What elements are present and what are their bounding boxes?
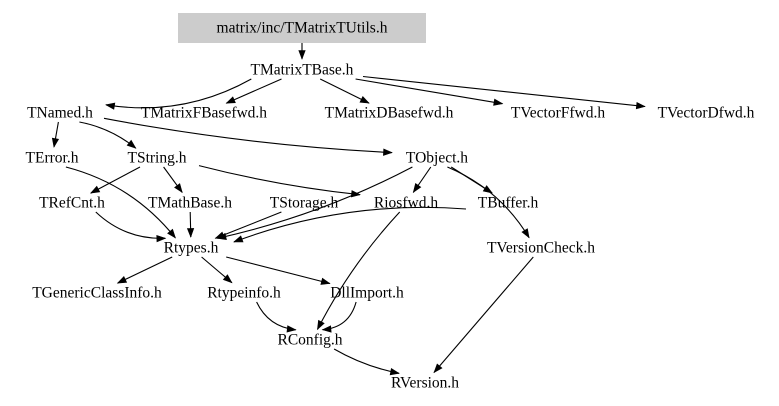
node-label-trefcnt: TRefCnt.h bbox=[39, 195, 105, 212]
node-label-tbuffer: TBuffer.h bbox=[478, 195, 539, 212]
node-rconfig[interactable]: RConfig.h bbox=[277, 332, 342, 349]
node-tbuffer[interactable]: TBuffer.h bbox=[478, 195, 539, 212]
edge-dllimport-to-rconfig bbox=[322, 301, 357, 331]
edge-tstring-to-riosfwd bbox=[198, 165, 361, 196]
node-tstorage[interactable]: TStorage.h bbox=[270, 195, 339, 212]
node-rtypeinfo[interactable]: Rtypeinfo.h bbox=[207, 285, 281, 302]
root-node-background bbox=[178, 13, 426, 43]
node-label-terror: TError.h bbox=[26, 150, 79, 167]
node-tobject[interactable]: TObject.h bbox=[406, 150, 468, 167]
edge-tmatrixtbase-to-tvectorffwd bbox=[355, 78, 503, 105]
arrowhead-tnamed-to-terror bbox=[51, 137, 60, 148]
node-tgenericclassinfo[interactable]: TGenericClassInfo.h bbox=[32, 285, 162, 302]
node-label-riosfwd: Riosfwd.h bbox=[374, 195, 438, 212]
arrowhead-tmatrixtbase-to-tmatrixdbasefwd bbox=[359, 95, 370, 104]
edge-tobject-to-tversioncheck bbox=[447, 166, 530, 238]
arrowhead-riosfwd-to-rconfig bbox=[317, 319, 325, 331]
arrowhead-rtypes-to-dllimport bbox=[320, 277, 331, 285]
edge-tbuffer-to-rtypes bbox=[233, 206, 467, 243]
arrowhead-rtypeinfo-to-rconfig bbox=[286, 325, 297, 333]
node-terror[interactable]: TError.h bbox=[26, 150, 79, 167]
arrowhead-tmatrixtbase-to-tvectorffwd bbox=[493, 98, 504, 106]
edge-rconfig-to-rversion bbox=[333, 348, 400, 374]
node-rversion[interactable]: RVersion.h bbox=[391, 375, 459, 392]
node-tmatrixtbase[interactable]: TMatrixTBase.h bbox=[251, 62, 354, 79]
edge-tnamed-to-tstring bbox=[79, 121, 137, 149]
arrowhead-rconfig-to-rversion bbox=[389, 368, 400, 376]
node-label-dllimport: DllImport.h bbox=[330, 285, 404, 302]
node-label-rversion: RVersion.h bbox=[391, 375, 459, 392]
node-tmatrixfbasefwd[interactable]: TMatrixFBasefwd.h bbox=[141, 105, 267, 122]
nodes-layer: matrix/inc/TMatrixTUtils.hTMatrixTBase.h… bbox=[26, 13, 755, 392]
edge-tnamed-to-tobject bbox=[103, 117, 393, 154]
node-label-tstring: TString.h bbox=[128, 150, 187, 167]
node-root[interactable]: matrix/inc/TMatrixTUtils.h bbox=[178, 13, 426, 43]
arrowhead-root-to-tmatrixtbase bbox=[298, 50, 306, 60]
edge-tversioncheck-to-rversion bbox=[433, 256, 534, 373]
edge-tmatrixtbase-to-tmatrixfbasefwd bbox=[226, 78, 282, 104]
node-label-tmatrixtbase: TMatrixTBase.h bbox=[251, 62, 354, 79]
node-label-tstorage: TStorage.h bbox=[270, 195, 339, 212]
arrowhead-tnamed-to-tstring bbox=[126, 139, 137, 149]
edge-tstorage-to-rtypes bbox=[215, 211, 282, 239]
edge-tmatrixtbase-to-tvectordfwd bbox=[362, 75, 646, 108]
arrowhead-tmathbase-to-rtypes bbox=[186, 228, 195, 238]
arrowhead-tmatrixtbase-to-tvectordfwd bbox=[635, 101, 646, 110]
arrowhead-tobject-to-riosfwd bbox=[412, 183, 422, 194]
node-label-rconfig: RConfig.h bbox=[277, 332, 342, 349]
arrowhead-tmatrixtbase-to-tmatrixfbasefwd bbox=[225, 96, 236, 104]
arrowhead-tversioncheck-to-rversion bbox=[433, 363, 443, 374]
arrowhead-tstring-to-trefcnt bbox=[90, 185, 101, 194]
arrowhead-terror-to-rtypes bbox=[167, 228, 176, 239]
arrowhead-tnamed-to-tobject bbox=[383, 148, 393, 156]
node-tvectorffwd[interactable]: TVectorFfwd.h bbox=[511, 105, 606, 122]
node-label-tvectorffwd: TVectorFfwd.h bbox=[511, 105, 606, 122]
edge-rtypes-to-dllimport bbox=[226, 256, 331, 285]
node-label-tobject: TObject.h bbox=[406, 150, 468, 167]
edge-rtypeinfo-to-rconfig bbox=[256, 301, 296, 331]
node-label-root: matrix/inc/TMatrixTUtils.h bbox=[217, 20, 388, 37]
edge-riosfwd-to-rconfig bbox=[317, 211, 401, 330]
node-tmathbase[interactable]: TMathBase.h bbox=[148, 195, 232, 212]
node-label-tvectordfwd: TVectorDfwd.h bbox=[658, 105, 755, 122]
node-label-tmatrixfbasefwd: TMatrixFBasefwd.h bbox=[141, 105, 267, 122]
edge-rtypes-to-tgenericclassinfo bbox=[117, 256, 173, 284]
arrowhead-tstorage-to-rtypes bbox=[214, 231, 225, 239]
edge-terror-to-rtypes bbox=[65, 166, 176, 239]
arrowhead-tobject-to-tversioncheck bbox=[521, 228, 530, 239]
node-label-tmatrixdbasefwd: TMatrixDBasefwd.h bbox=[325, 105, 454, 122]
node-tversioncheck[interactable]: TVersionCheck.h bbox=[487, 240, 595, 257]
arrowhead-rtypes-to-tgenericclassinfo bbox=[116, 276, 128, 284]
node-label-rtypes: Rtypes.h bbox=[164, 240, 219, 257]
node-riosfwd[interactable]: Riosfwd.h bbox=[374, 195, 438, 212]
edge-tobject-to-rtypes bbox=[217, 166, 413, 239]
node-label-tversioncheck: TVersionCheck.h bbox=[487, 240, 595, 257]
arrowhead-rtypes-to-rtypeinfo bbox=[222, 274, 233, 284]
arrowhead-dllimport-to-rconfig bbox=[321, 325, 332, 333]
node-label-rtypeinfo: Rtypeinfo.h bbox=[207, 285, 281, 302]
node-label-tmathbase: TMathBase.h bbox=[148, 195, 232, 212]
arrowhead-tstring-to-tmathbase bbox=[174, 183, 183, 194]
node-tnamed[interactable]: TNamed.h bbox=[27, 105, 93, 122]
node-trefcnt[interactable]: TRefCnt.h bbox=[39, 195, 105, 212]
node-tvectordfwd[interactable]: TVectorDfwd.h bbox=[658, 105, 755, 122]
arrowhead-tbuffer-to-rtypes bbox=[233, 235, 244, 243]
node-dllimport[interactable]: DllImport.h bbox=[330, 285, 404, 302]
node-rtypes[interactable]: Rtypes.h bbox=[164, 240, 219, 257]
edge-tmatrixtbase-to-tnamed bbox=[105, 78, 252, 109]
arrowhead-trefcnt-to-rtypes bbox=[156, 234, 167, 243]
edges-layer bbox=[51, 41, 646, 376]
arrowhead-tmatrixtbase-to-tnamed bbox=[105, 102, 116, 110]
node-tstring[interactable]: TString.h bbox=[128, 150, 187, 167]
arrowhead-tobject-to-tbuffer bbox=[482, 185, 493, 194]
node-label-tnamed: TNamed.h bbox=[27, 105, 93, 122]
node-label-tgenericclassinfo: TGenericClassInfo.h bbox=[32, 285, 162, 302]
node-tmatrixdbasefwd[interactable]: TMatrixDBasefwd.h bbox=[325, 105, 454, 122]
